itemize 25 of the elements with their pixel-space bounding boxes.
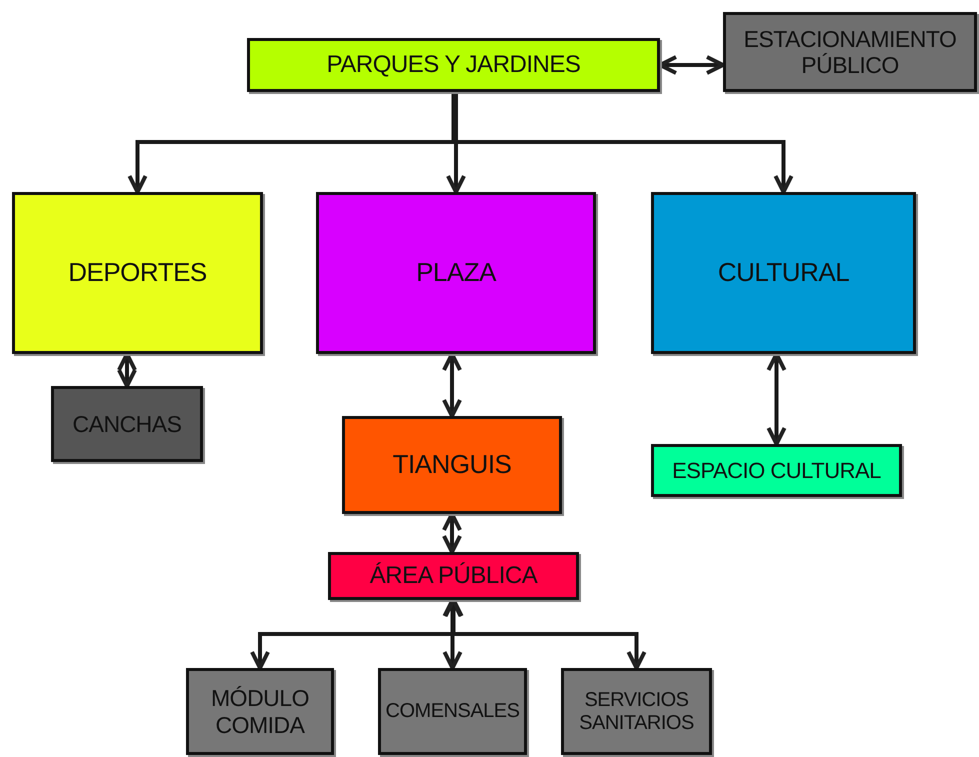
box-label: COMENSALES (386, 700, 520, 723)
box-label: ESPACIO CULTURAL (672, 458, 881, 484)
box-label: MÓDULO COMIDA (210, 685, 310, 738)
process-box (561, 668, 712, 755)
process-box (12, 192, 263, 354)
process-box (51, 386, 203, 462)
arrow (446, 92, 466, 194)
process-box (316, 192, 596, 354)
process-box (342, 416, 562, 514)
box-label: PLAZA (416, 258, 496, 288)
process-box (247, 38, 660, 92)
process-box (378, 668, 527, 755)
box-label: DEPORTES (68, 258, 207, 288)
process-box (651, 444, 902, 497)
box-label: SERVICIOS SANITARIOS (578, 688, 695, 734)
box-label: ESTACIONAMIENTO PÚBLICO (742, 26, 958, 78)
box-label: TIANGUIS (392, 450, 512, 480)
process-box (328, 552, 579, 600)
box-label: CULTURAL (718, 258, 850, 288)
process-box (186, 668, 334, 755)
box-label: PARQUES Y JARDINES (326, 51, 580, 79)
box-label: CANCHAS (72, 410, 182, 438)
process-box (723, 12, 977, 92)
process-box (651, 192, 916, 354)
box-label: ÁREA PÚBLICA (370, 562, 538, 590)
